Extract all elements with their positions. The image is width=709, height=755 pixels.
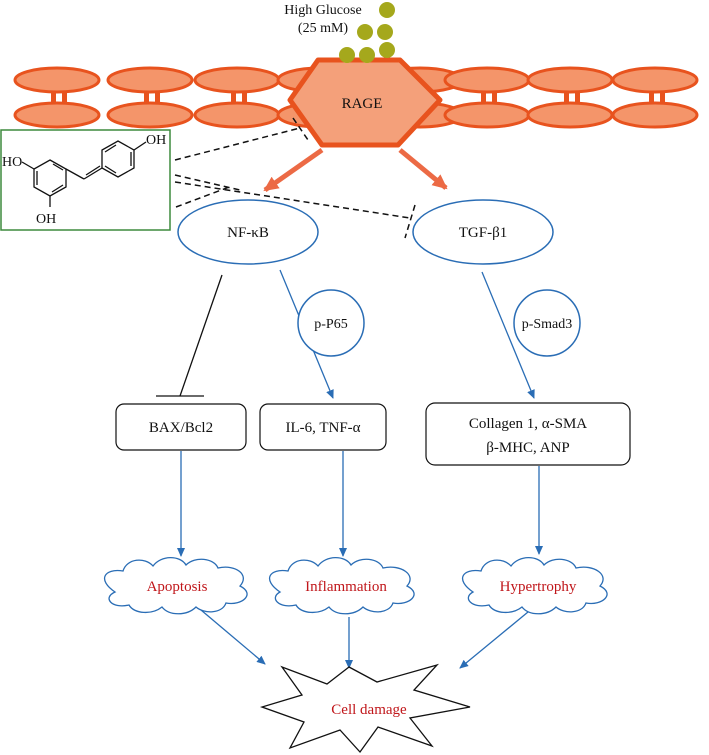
rage-to-tgfb-arrow	[398, 148, 448, 190]
p-p65-node: p-P65	[297, 289, 365, 357]
membrane-link	[564, 92, 569, 104]
p-smad3-node: p-Smad3	[513, 289, 581, 357]
membrane-link	[231, 92, 236, 104]
inflammation-label: Inflammation	[305, 579, 387, 595]
membrane-link	[51, 92, 56, 104]
glucose-molecule	[377, 24, 393, 40]
pathway-arrows	[177, 269, 543, 669]
membrane-lipid	[13, 101, 101, 129]
membrane-lipid	[193, 66, 281, 94]
membrane-lipid	[443, 101, 531, 129]
glucose-molecule	[379, 42, 395, 58]
activation-arrows	[263, 147, 448, 193]
tgfb-to-fibrosis-arrow	[481, 271, 535, 399]
inhibit-tgfb-tbar	[404, 204, 416, 239]
membrane-lipid	[193, 101, 281, 129]
inflammation-cloud: Inflammation	[268, 556, 415, 615]
rage-label: RAGE	[342, 96, 383, 112]
membrane-link	[492, 92, 497, 104]
cytokines-label: IL-6, TNF-α	[285, 420, 360, 436]
membrane-lipid	[611, 101, 699, 129]
apoptosis-to-damage-arrow	[200, 609, 266, 665]
glucose-molecule	[359, 47, 375, 63]
cytokines-box: IL-6, TNF-α	[259, 403, 387, 451]
glucose-molecule	[379, 2, 395, 18]
fibrosis-label-line1: Collagen 1, α-SMA	[469, 416, 587, 432]
membrane-lipid	[526, 101, 614, 129]
nfkb-label: NF-κB	[227, 225, 269, 241]
inhibit-nfkb-line	[174, 174, 241, 191]
apoptosis-cloud: Apoptosis	[103, 556, 248, 615]
hypertrophy-cloud: Hypertrophy	[461, 556, 608, 615]
membrane-lipid	[106, 101, 194, 129]
hydroxyl-label-left: HO	[2, 155, 22, 170]
membrane-link	[144, 92, 149, 104]
nfkb-inhibits-bax	[156, 274, 223, 397]
glucose-molecule	[357, 24, 373, 40]
rage-receptor: RAGE	[287, 57, 443, 148]
glucose-label-line2: (25 mM)	[298, 21, 349, 36]
glucose-molecule	[339, 47, 355, 63]
tgfb1-node: TGF-β1	[412, 199, 554, 265]
high-glucose: High Glucose (25 mM)	[284, 2, 395, 63]
glucose-label-line1: High Glucose	[284, 3, 361, 18]
rage-to-nfkb-arrow	[263, 147, 324, 193]
membrane-lipid	[443, 66, 531, 94]
inhibition-lines	[174, 117, 416, 239]
resveratrol-structure: OH HO OH	[0, 129, 171, 231]
p-p65-label: p-P65	[314, 317, 347, 332]
inhibit-rage-tbar	[292, 117, 309, 141]
bax-bcl2-label: BAX/Bcl2	[149, 420, 213, 436]
membrane-link	[660, 92, 665, 104]
molecule-frame	[0, 129, 171, 231]
hypertrophy-to-damage-arrow	[459, 611, 529, 669]
membrane-lipid	[13, 66, 101, 94]
apoptosis-label: Apoptosis	[147, 579, 208, 595]
hydroxyl-label-top: OH	[146, 133, 166, 148]
bax-bcl2-box: BAX/Bcl2	[115, 403, 247, 451]
cell-damage-label: Cell damage	[331, 702, 407, 718]
membrane-link	[649, 92, 654, 104]
membrane-lipid	[611, 66, 699, 94]
membrane-link	[242, 92, 247, 104]
membrane-link	[62, 92, 67, 104]
cell-damage-burst: Cell damage	[259, 663, 471, 754]
membrane-lipid	[526, 66, 614, 94]
inhibit-rage-line	[174, 127, 301, 161]
hydroxyl-label-bottom: OH	[36, 212, 56, 227]
p-smad3-label: p-Smad3	[522, 317, 573, 332]
fibrosis-markers-box: Collagen 1, α-SMA β-MHC, ANP	[425, 402, 631, 466]
membrane-lipid	[106, 66, 194, 94]
tgfb1-label: TGF-β1	[459, 225, 507, 241]
membrane-link	[481, 92, 486, 104]
fibrosis-label-line2: β-MHC, ANP	[486, 440, 569, 456]
membrane-link	[155, 92, 160, 104]
hypertrophy-label: Hypertrophy	[500, 579, 577, 595]
membrane-link	[575, 92, 580, 104]
nfkb-node: NF-κB	[177, 199, 319, 265]
